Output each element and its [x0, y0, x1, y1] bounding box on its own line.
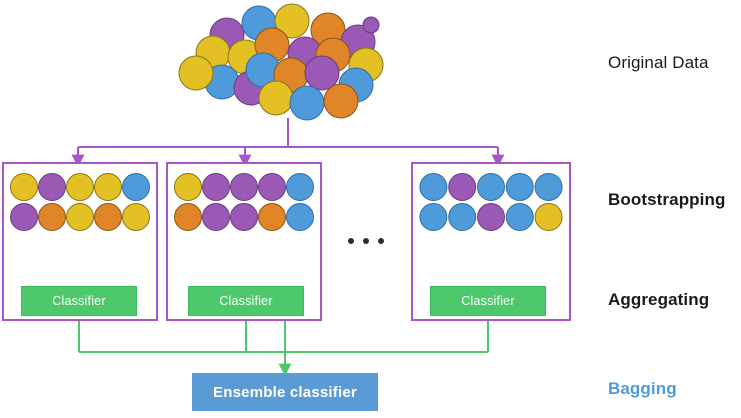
- data-point-yellow: [274, 3, 310, 39]
- ensemble-classifier-box[interactable]: Ensemble classifier: [192, 373, 378, 411]
- aggregate-merge-connector: [78, 316, 489, 377]
- sample-3-point-blue: [505, 173, 534, 201]
- sample-2-point-purple: [202, 203, 230, 231]
- ellipsis-dot: [378, 238, 384, 244]
- stage-label-original-data: Original Data: [608, 53, 709, 72]
- sample-3-point-blue: [419, 203, 448, 231]
- sample-1-point-yellow: [122, 203, 150, 231]
- sample-2-point-purple: [230, 173, 258, 201]
- sample-2-point-purple: [230, 203, 258, 231]
- data-point-yellow: [178, 55, 214, 91]
- sample-1-point-orange: [38, 203, 66, 231]
- sample-3-point-blue: [505, 203, 534, 231]
- data-point-blue: [289, 85, 325, 121]
- data-point-purple: [362, 16, 380, 34]
- sample-1-point-purple: [38, 173, 66, 201]
- sample-2-point-blue: [286, 203, 314, 231]
- sample-3-point-purple: [448, 173, 477, 201]
- sample-3-point-blue: [534, 173, 563, 201]
- bootstrap-sample-box-3[interactable]: [411, 162, 571, 321]
- data-point-purple: [304, 55, 340, 91]
- sample-3-point-blue: [419, 173, 448, 201]
- sample-2-point-blue: [286, 173, 314, 201]
- data-point-orange: [323, 83, 359, 119]
- bootstrap-split-connector: [71, 118, 505, 168]
- classifier-box-2[interactable]: Classifier: [188, 286, 304, 316]
- sample-1-point-yellow: [66, 203, 94, 231]
- sample-2-point-purple: [202, 173, 230, 201]
- original-data-cloud: [178, 3, 384, 121]
- ellipsis-dot: [363, 238, 369, 244]
- stage-label-aggregating: Aggregating: [608, 290, 710, 309]
- sample-3-point-yellow: [534, 203, 563, 231]
- sample-1-point-yellow: [66, 173, 94, 201]
- data-point-yellow: [258, 80, 294, 116]
- sample-3-point-blue: [448, 203, 477, 231]
- sample-1-point-blue: [122, 173, 150, 201]
- sample-1-point-yellow: [94, 173, 122, 201]
- sample-2-point-orange: [174, 203, 202, 231]
- sample-3-point-blue: [477, 173, 505, 201]
- stage-label-bagging: Bagging: [608, 379, 677, 398]
- classifier-box-3[interactable]: Classifier: [430, 286, 546, 316]
- sample-2-point-orange: [258, 203, 286, 231]
- sample-1-point-orange: [94, 203, 122, 231]
- classifier-box-1[interactable]: Classifier: [21, 286, 137, 316]
- sample-2-point-yellow: [174, 173, 202, 201]
- stage-label-bootstrapping: Bootstrapping: [608, 190, 726, 209]
- sample-3-point-purple: [477, 203, 505, 231]
- ellipsis-dot: [348, 238, 354, 244]
- sample-2-point-purple: [258, 173, 286, 201]
- samples-ellipsis: [348, 238, 384, 244]
- sample-1-point-yellow: [10, 173, 38, 201]
- sample-1-point-purple: [10, 203, 38, 231]
